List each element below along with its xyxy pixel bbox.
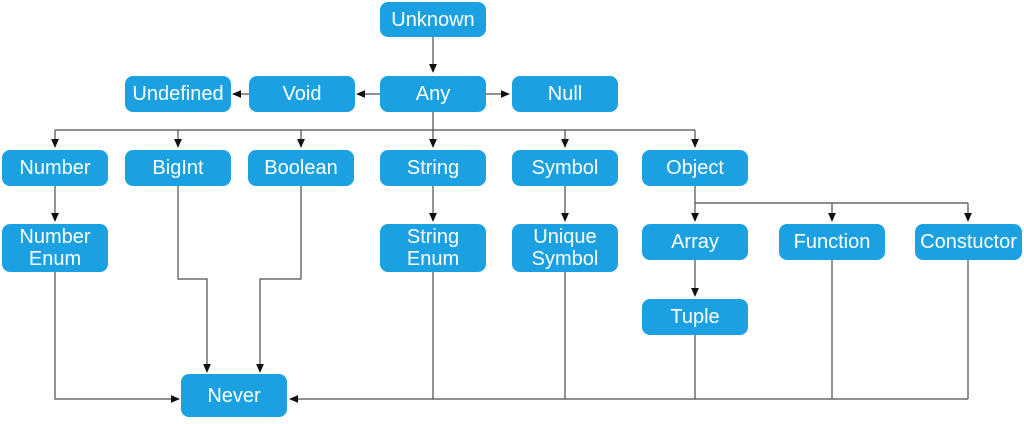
node-undefined: Undefined xyxy=(125,76,231,112)
node-any: Any xyxy=(380,76,486,112)
node-null: Null xyxy=(512,76,618,112)
node-unknown: Unknown xyxy=(380,2,486,37)
node-array: Array xyxy=(642,224,748,260)
edge-bigint-never xyxy=(177,186,211,373)
node-bigint: BigInt xyxy=(125,150,231,186)
node-number: Number xyxy=(2,150,108,186)
node-void: Void xyxy=(249,76,355,112)
node-string-enum: String Enum xyxy=(380,224,486,272)
edge-any-branch-trunk xyxy=(55,112,695,131)
node-function: Function xyxy=(779,224,885,260)
node-string: String xyxy=(380,150,486,186)
node-constuctor: Constuctor xyxy=(915,224,1022,260)
node-unique-symbol: Unique Symbol xyxy=(512,224,618,272)
node-object: Object xyxy=(642,150,748,186)
node-number-enum: Number Enum xyxy=(2,224,108,272)
node-never: Never xyxy=(181,374,287,417)
edge-numberenum-never xyxy=(54,272,180,403)
edge-object-branch-trunk xyxy=(694,186,968,204)
node-tuple: Tuple xyxy=(642,299,748,335)
node-boolean: Boolean xyxy=(248,150,354,186)
node-symbol: Symbol xyxy=(512,150,618,186)
edge-boolean-never xyxy=(256,186,302,373)
